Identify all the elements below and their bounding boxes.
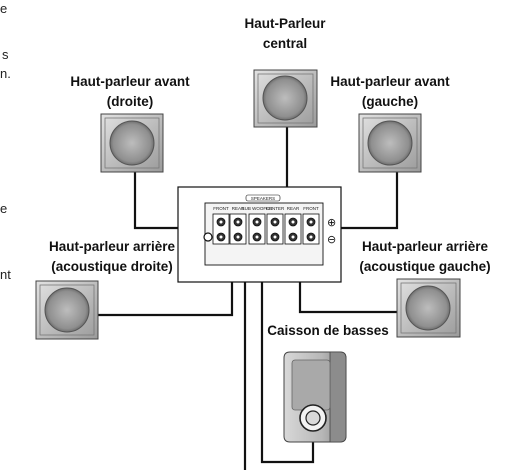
label-front-right-speaker: Haut-parleur avant (droite) (54, 72, 206, 112)
subwoofer-speaker (283, 351, 347, 443)
label-center-speaker: Haut-Parleur central (224, 14, 346, 54)
label-rear-left-speaker: Haut-parleur arrière (acoustique gauche) (345, 237, 505, 277)
label-center-line1: Haut-Parleur (244, 16, 326, 31)
terminal-label-rear-r: REAR (232, 206, 245, 211)
label-center-line2: central (262, 36, 308, 51)
terminal-label-front-l: FRONT (303, 206, 319, 211)
label-subwoofer: Caisson de basses (267, 323, 389, 338)
wire-subwoofer (260, 238, 315, 464)
cutoff-text-1: e (0, 1, 8, 16)
cutoff-text-2: s (2, 47, 9, 62)
plus-icon: ⊕ (327, 216, 336, 229)
label-front-right-line1: Haut-parleur avant (70, 74, 190, 89)
minus-icon: ⊖ (327, 233, 336, 246)
terminal-label-center: CENTER (266, 206, 285, 211)
label-rear-right-speaker: Haut-parleur arrière (acoustique droite) (32, 237, 192, 277)
rear-right-speaker (35, 280, 99, 340)
panel-speakers-label: SPEAKERS (251, 196, 275, 201)
label-front-left-line1: Haut-parleur avant (330, 74, 450, 89)
cutoff-text-4: e (0, 201, 8, 216)
label-rear-left-line1: Haut-parleur arrière (361, 239, 489, 254)
label-front-left-line2: (gauche) (361, 94, 419, 109)
terminal-label-front-r: FRONT (213, 206, 229, 211)
cutoff-text-3: n. (0, 66, 11, 81)
wire-front-left (335, 162, 399, 230)
terminal-label-rear-l: REAR (287, 206, 300, 211)
speaker-terminals (212, 213, 320, 245)
front-left-speaker (358, 113, 422, 173)
rear-left-speaker (396, 278, 461, 338)
center-speaker (253, 69, 318, 128)
cutoff-text-5: nt (0, 267, 11, 282)
label-front-right-line2: (droite) (106, 94, 154, 109)
label-front-left-speaker: Haut-parleur avant (gauche) (314, 72, 466, 112)
left-connector-icon (203, 232, 213, 242)
terminal-label-subwoofer: SUB WOOFER (242, 206, 274, 211)
receiver-panel: SPEAKERS FRONT REAR SUB WOOFER CENTER RE… (177, 186, 342, 283)
label-rear-right-line1: Haut-parleur arrière (48, 239, 176, 254)
label-rear-left-line2: (acoustique gauche) (359, 259, 491, 274)
front-right-speaker (100, 113, 164, 173)
label-rear-right-line2: (acoustique droite) (51, 259, 173, 274)
